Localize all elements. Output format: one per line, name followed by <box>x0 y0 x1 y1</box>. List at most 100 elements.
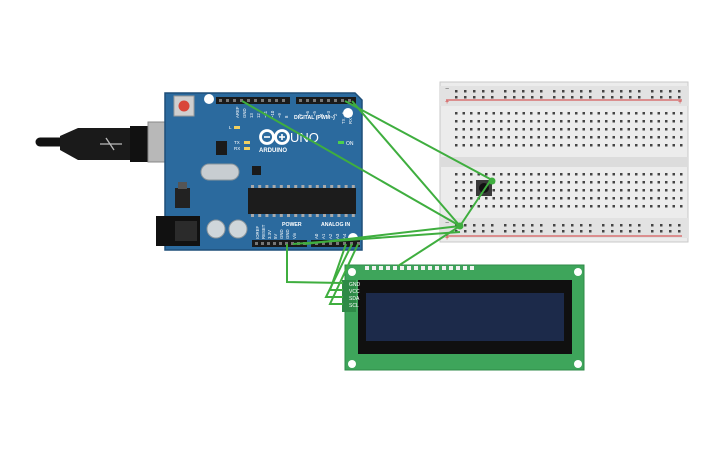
rail-hole <box>553 230 556 233</box>
terminal-hole <box>582 181 585 184</box>
terminal-hole <box>635 120 638 123</box>
header-pin <box>279 242 282 245</box>
terminal-hole <box>672 128 675 131</box>
rail-hole <box>638 230 641 233</box>
chip-pin <box>315 185 319 188</box>
wires[interactable] <box>241 100 493 305</box>
terminal-hole <box>567 128 570 131</box>
microcontroller-body <box>248 188 356 214</box>
rail-hole <box>482 90 485 93</box>
terminal-hole <box>470 197 473 200</box>
wire-lcd-gnd[interactable] <box>286 244 344 284</box>
wire-gnd-to-breadboard[interactable] <box>241 100 461 227</box>
terminal-hole <box>612 197 615 200</box>
terminal-hole <box>657 173 660 176</box>
arduino-uno-board[interactable]: UNO ARDUINO DIGITAL (PWM~) POWER ANALOG … <box>156 92 363 251</box>
lcd-pin <box>456 266 460 270</box>
terminal-hole <box>590 144 593 147</box>
rail-hole <box>513 90 516 93</box>
terminal-hole <box>492 128 495 131</box>
wire-junction[interactable] <box>488 177 496 185</box>
mounting-hole <box>204 94 214 104</box>
rail-hole <box>660 96 663 99</box>
terminal-hole <box>560 112 563 115</box>
terminal-hole <box>665 128 668 131</box>
terminal-hole <box>500 112 503 115</box>
chip-pin <box>272 214 276 217</box>
header-pin <box>219 99 222 102</box>
terminal-hole <box>500 173 503 176</box>
terminal-hole <box>642 144 645 147</box>
pin-label-5v: 5V <box>273 234 278 239</box>
rail-hole <box>571 90 574 93</box>
terminal-hole <box>462 173 465 176</box>
wire-pin1-to-breadboard[interactable] <box>351 100 461 227</box>
usb-cable[interactable] <box>35 121 174 163</box>
wire-rail-to-lcd[interactable] <box>397 225 461 267</box>
terminal-hole <box>462 112 465 115</box>
wire-gnd-to-rail[interactable] <box>292 231 461 245</box>
breadboard[interactable]: − + + − + <box>439 81 689 243</box>
wire-lcd-sda[interactable] <box>324 243 353 298</box>
lcd-i2c-module[interactable]: GND VCC SDA SCL <box>342 264 585 371</box>
terminal-hole <box>620 173 623 176</box>
usb-plug-icon[interactable] <box>60 128 130 160</box>
header-pin <box>348 99 351 102</box>
rail-hole <box>562 96 565 99</box>
terminal-hole <box>485 136 488 139</box>
rail-hole <box>611 90 614 93</box>
wire-lcd-scl[interactable] <box>328 243 359 305</box>
terminal-hole <box>470 173 473 176</box>
terminal-hole <box>552 120 555 123</box>
terminal-hole <box>590 112 593 115</box>
rail-hole <box>602 90 605 93</box>
terminal-hole <box>530 181 533 184</box>
terminal-hole <box>590 128 593 131</box>
terminal-hole <box>575 205 578 208</box>
terminal-hole <box>507 189 510 192</box>
header-pin <box>341 99 344 102</box>
chip-pin <box>301 214 305 217</box>
rail-plus-label-bottom: + <box>445 235 449 242</box>
wire-junction[interactable] <box>456 222 464 230</box>
terminal-hole <box>635 112 638 115</box>
terminal-hole <box>507 120 510 123</box>
chip-pin <box>265 214 269 217</box>
terminal-hole <box>515 144 518 147</box>
voltage-regulator <box>175 188 190 208</box>
terminal-hole <box>545 181 548 184</box>
chip-pin <box>301 185 305 188</box>
pin-label-reset: RESET <box>261 224 266 239</box>
rail-hole <box>473 90 476 93</box>
terminal-hole <box>470 181 473 184</box>
terminal-hole <box>650 144 653 147</box>
terminal-hole <box>605 205 608 208</box>
rail-hole <box>589 230 592 233</box>
rail-hole <box>678 224 681 227</box>
header-pin <box>320 99 323 102</box>
terminal-hole <box>515 120 518 123</box>
header-left <box>216 97 290 104</box>
terminal-hole <box>530 136 533 139</box>
rail-hole <box>669 96 672 99</box>
pin-label-aref: AREF <box>235 106 240 118</box>
reset-button-cap[interactable] <box>178 100 190 112</box>
terminal-hole <box>560 173 563 176</box>
terminal-hole <box>455 144 458 147</box>
wire-button-to-rail[interactable] <box>459 180 491 227</box>
wire-pin2-to-button[interactable] <box>344 100 493 181</box>
terminal-hole <box>522 112 525 115</box>
terminal-hole <box>515 173 518 176</box>
chip-pin <box>308 185 312 188</box>
terminal-hole <box>635 197 638 200</box>
terminal-hole <box>627 181 630 184</box>
pin-label-a5: A5 <box>349 233 354 239</box>
header-pin <box>350 242 353 245</box>
rail-hole <box>540 230 543 233</box>
terminal-hole <box>590 197 593 200</box>
terminal-hole <box>680 205 683 208</box>
terminal-hole <box>455 189 458 192</box>
rail-hole <box>638 224 641 227</box>
terminal-hole <box>552 181 555 184</box>
